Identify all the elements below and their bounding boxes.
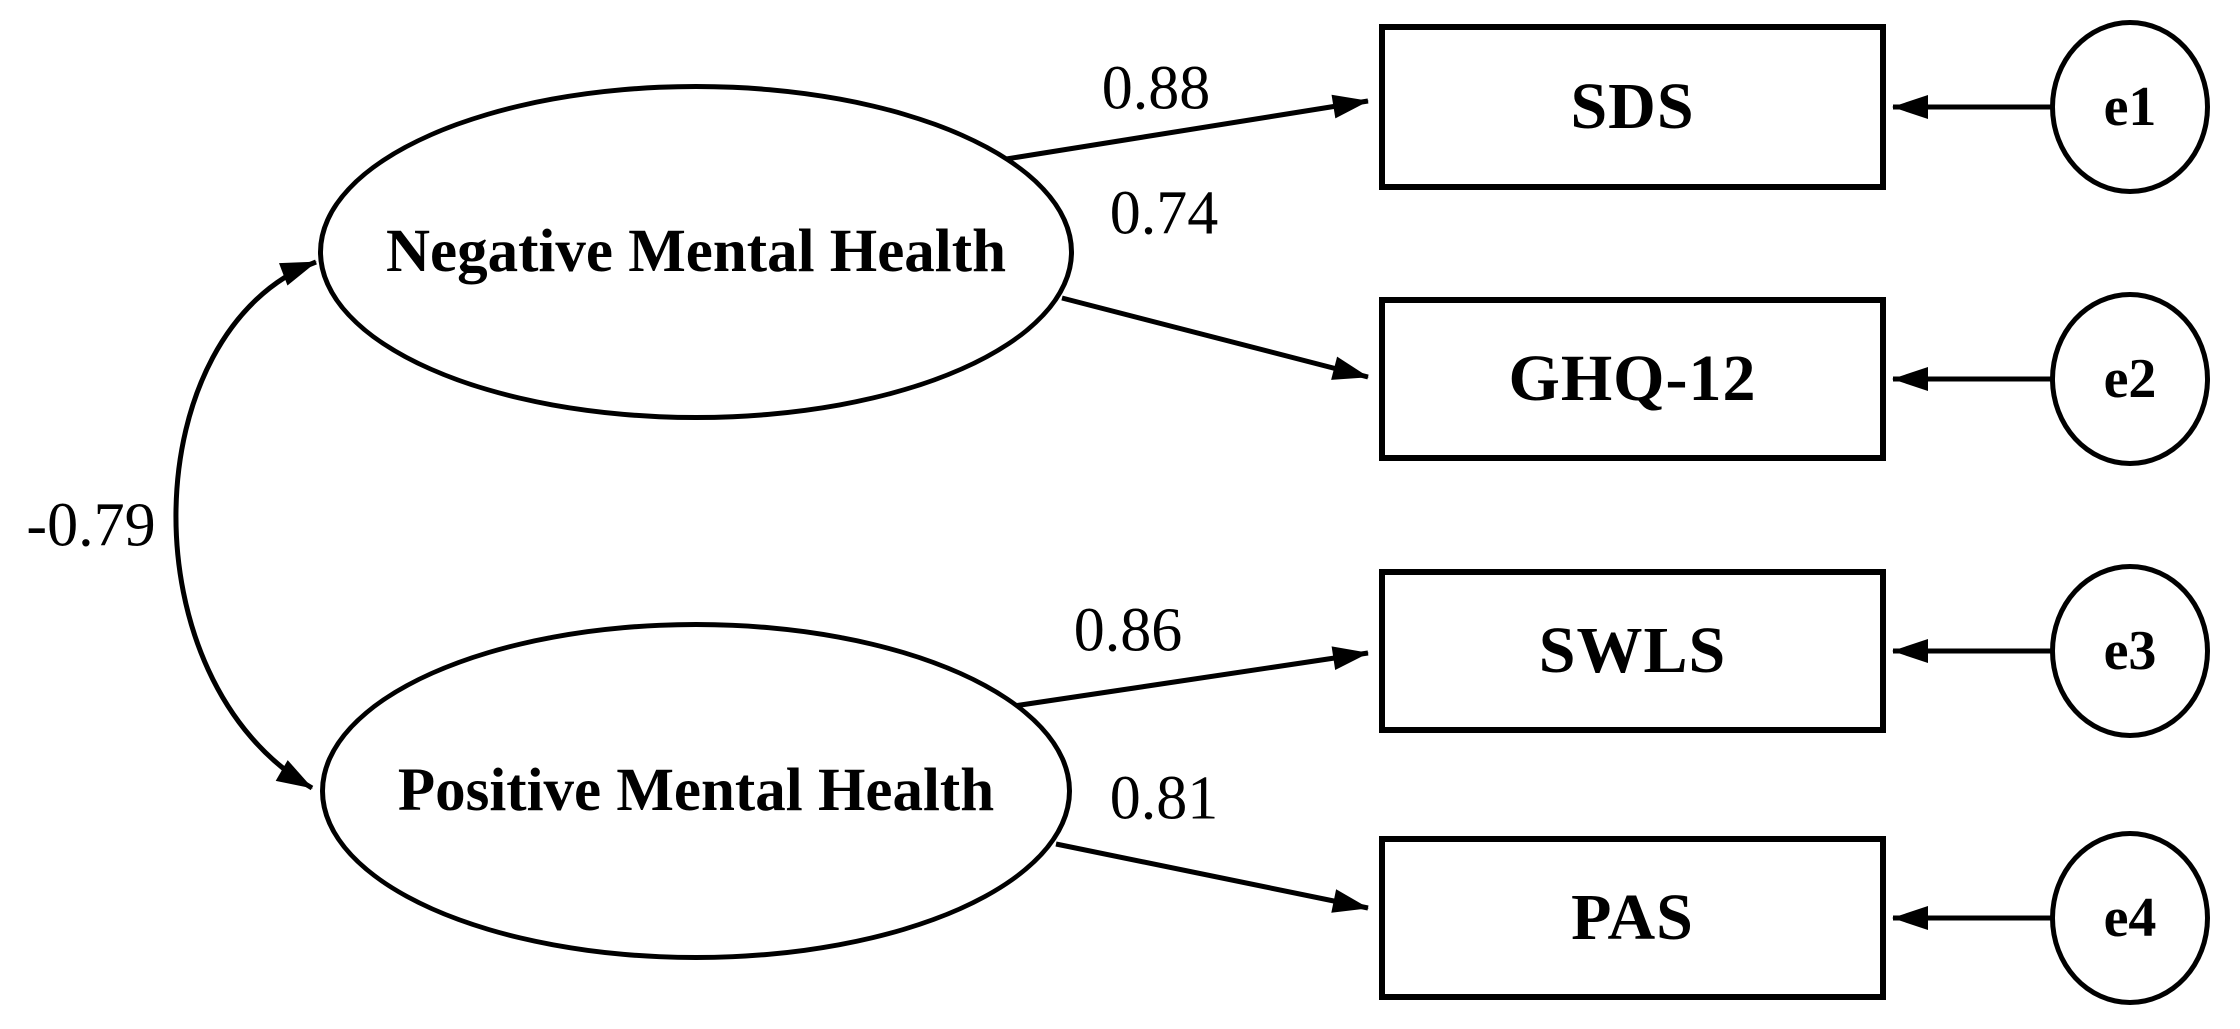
error-e4-label: e4 (2103, 887, 2157, 949)
loading-arrow-positive-to-swls (1013, 646, 1369, 709)
error-e1-label: e1 (2103, 76, 2157, 138)
loading-value-pas-label: 0.81 (1109, 764, 1219, 833)
loading-value-sds-label: 0.88 (1101, 54, 1211, 123)
loading-arrow-negative-to-sds (999, 94, 1369, 163)
correlation-arrow-negative-positive (173, 259, 317, 791)
latent-positive-mental-health-label: Positive Mental Health (397, 757, 995, 824)
indicator-ghq12-label: GHQ-12 (1508, 342, 1757, 415)
latent-negative-mental-health-label: Negative Mental Health (385, 218, 1006, 285)
loading-value-swls-label: 0.86 (1073, 596, 1183, 665)
indicator-ghq12-box: GHQ-12 (1379, 297, 1886, 461)
error-e3-circle: e3 (2050, 564, 2210, 738)
error-e2-circle: e2 (2050, 292, 2210, 466)
indicator-swls-box: SWLS (1379, 569, 1886, 733)
indicator-swls-label: SWLS (1538, 614, 1727, 687)
error-e3-label: e3 (2103, 620, 2157, 682)
latent-positive-mental-health-ellipse: Positive Mental Health (320, 622, 1072, 960)
latent-negative-mental-health-ellipse: Negative Mental Health (318, 84, 1074, 420)
error-e1-circle: e1 (2050, 20, 2210, 194)
indicator-sds-label: SDS (1570, 70, 1695, 143)
indicator-sds-box: SDS (1379, 24, 1886, 190)
error-e4-circle: e4 (2050, 831, 2210, 1005)
correlation-value-label: -0.79 (26, 491, 156, 560)
indicator-pas-box: PAS (1379, 836, 1886, 1000)
loading-arrow-negative-to-ghq12 (1061, 295, 1369, 380)
loading-value-ghq12-label: 0.74 (1109, 179, 1219, 248)
error-e2-label: e2 (2103, 348, 2157, 410)
indicator-pas-label: PAS (1571, 881, 1694, 954)
loading-arrow-positive-to-pas (1055, 841, 1369, 913)
